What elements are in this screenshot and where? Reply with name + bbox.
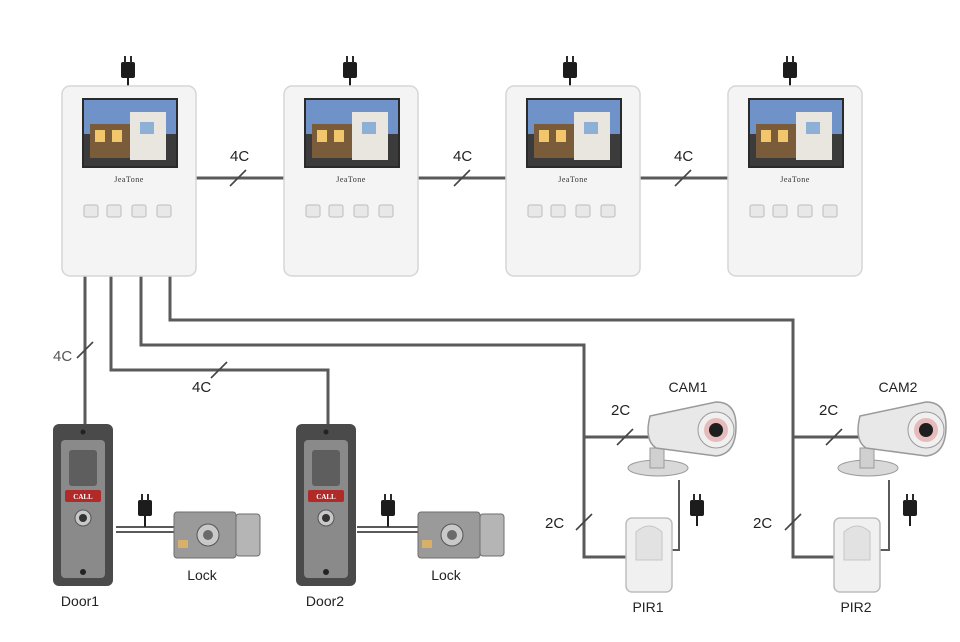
door-station-2: CALL bbox=[296, 424, 356, 586]
indoor-monitors: JeaTone JeaTone bbox=[61, 85, 863, 277]
call-button-label: CALL bbox=[73, 493, 93, 501]
lock-2 bbox=[417, 511, 505, 559]
door-link-label: 4C bbox=[192, 379, 211, 396]
pir-sensor-2 bbox=[833, 517, 881, 593]
power-adapter-icon bbox=[138, 494, 152, 526]
monitor-brand: JeaTone bbox=[558, 175, 588, 184]
camera-1 bbox=[627, 401, 737, 477]
monitor-brand: JeaTone bbox=[336, 175, 366, 184]
monitor-button[interactable] bbox=[772, 204, 788, 218]
wire-labels: 4C 4C 4C 4C 4C 2C 2C 2C 2C bbox=[53, 148, 838, 532]
monitor-button[interactable] bbox=[106, 204, 122, 218]
monitor-brand: JeaTone bbox=[780, 175, 810, 184]
wire-pir2-power bbox=[878, 480, 890, 551]
monitor-3: JeaTone bbox=[505, 85, 641, 277]
wire-pir1-power bbox=[670, 480, 680, 551]
monitor-link-label: 4C bbox=[230, 148, 249, 165]
pir-link-label: 2C bbox=[545, 515, 564, 532]
pir1-label: PIR1 bbox=[632, 599, 663, 615]
power-adapter-icon bbox=[903, 494, 917, 526]
call-button[interactable] bbox=[65, 490, 101, 502]
monitor-button[interactable] bbox=[328, 204, 344, 218]
monitor-button[interactable] bbox=[83, 204, 99, 218]
monitor-button[interactable] bbox=[749, 204, 765, 218]
door-station-1: CALL bbox=[53, 424, 113, 586]
monitor-button[interactable] bbox=[575, 204, 591, 218]
call-button-label: CALL bbox=[316, 493, 336, 501]
pir-sensor-1 bbox=[625, 517, 673, 593]
monitor-button[interactable] bbox=[527, 204, 543, 218]
wire-cam1 bbox=[139, 276, 656, 439]
cam1-label: CAM1 bbox=[669, 379, 708, 395]
monitor-brand: JeaTone bbox=[114, 175, 144, 184]
power-adapter-icon bbox=[381, 494, 395, 526]
power-adapter-icon bbox=[563, 56, 577, 88]
door-link-label: 4C bbox=[53, 348, 72, 365]
monitor-link-label: 4C bbox=[674, 148, 693, 165]
camera-link-label: 2C bbox=[611, 402, 630, 419]
monitor-button[interactable] bbox=[156, 204, 172, 218]
lock1-label: Lock bbox=[187, 567, 218, 583]
lock2-label: Lock bbox=[431, 567, 462, 583]
power-adapter-icon bbox=[343, 56, 357, 88]
camera-2 bbox=[837, 401, 947, 477]
lock-wires bbox=[116, 515, 420, 533]
power-adapter-icon bbox=[783, 56, 797, 88]
door2-label: Door2 bbox=[306, 593, 344, 609]
monitor-2: JeaTone bbox=[283, 85, 419, 277]
pir2-label: PIR2 bbox=[840, 599, 871, 615]
wire-cam2 bbox=[168, 276, 862, 439]
monitor-1: JeaTone bbox=[61, 85, 197, 277]
monitor-button[interactable] bbox=[550, 204, 566, 218]
door1-label: Door1 bbox=[61, 593, 99, 609]
call-button[interactable] bbox=[308, 490, 344, 502]
wire-pir1 bbox=[582, 437, 626, 559]
monitor-button[interactable] bbox=[378, 204, 394, 218]
camera-link-label: 2C bbox=[819, 402, 838, 419]
wire-door2 bbox=[109, 276, 330, 426]
wire-slashes bbox=[76, 169, 843, 531]
monitor-button[interactable] bbox=[305, 204, 321, 218]
power-adapter-icon bbox=[121, 56, 135, 88]
monitor-button[interactable] bbox=[822, 204, 838, 218]
monitor-button[interactable] bbox=[600, 204, 616, 218]
monitor-button[interactable] bbox=[797, 204, 813, 218]
monitor-link-label: 4C bbox=[453, 148, 472, 165]
cam2-label: CAM2 bbox=[879, 379, 918, 395]
monitor-button[interactable] bbox=[131, 204, 147, 218]
pir-link-label: 2C bbox=[753, 515, 772, 532]
device-labels: Door1 Door2 Lock Lock CAM1 CAM2 PIR1 PIR… bbox=[61, 379, 918, 615]
wire-pir2 bbox=[791, 437, 834, 559]
monitor-4: JeaTone bbox=[727, 85, 863, 277]
power-adapter-icon bbox=[690, 494, 704, 526]
monitor-button[interactable] bbox=[353, 204, 369, 218]
lock-1 bbox=[173, 511, 261, 559]
